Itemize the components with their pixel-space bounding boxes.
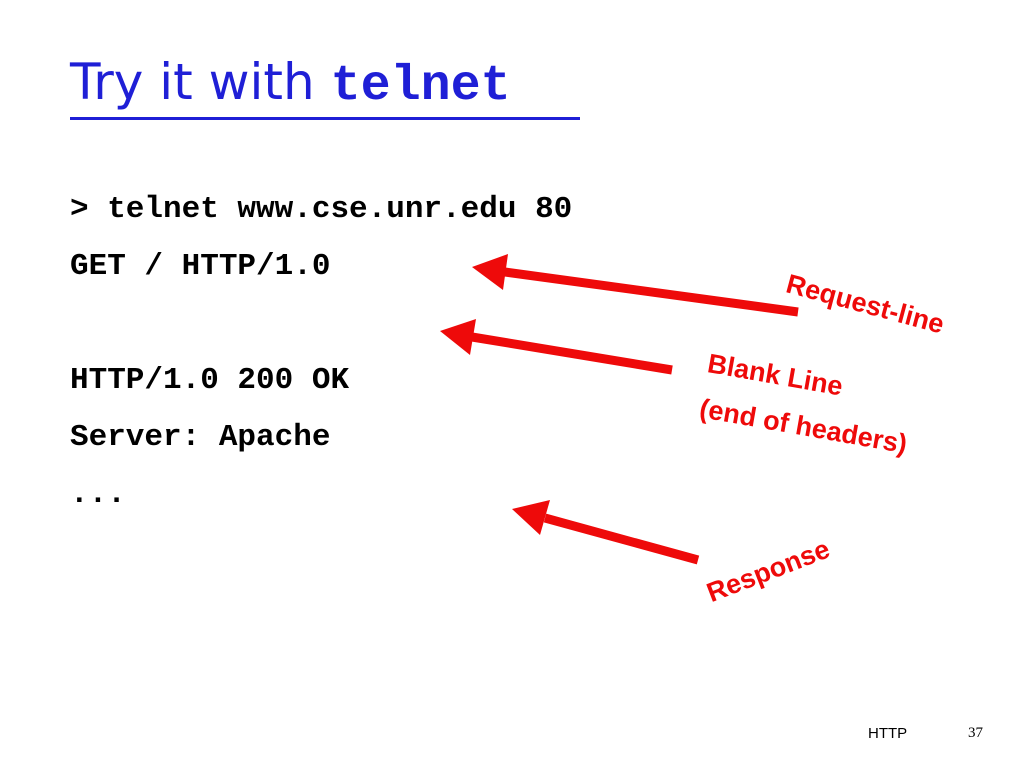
request-line-arrow-shaft bbox=[504, 267, 799, 317]
slide-title: Try it with telnet bbox=[70, 52, 511, 117]
response-arrow-head bbox=[512, 500, 550, 535]
code-line-server-header: Server: Apache bbox=[70, 420, 331, 455]
footer-label: HTTP bbox=[868, 725, 908, 742]
request-line-arrow-head bbox=[472, 254, 508, 290]
code-line-get-request: GET / HTTP/1.0 bbox=[70, 249, 331, 284]
title-text: Try it with bbox=[70, 53, 331, 111]
title-code-text: telnet bbox=[330, 58, 511, 115]
code-line-status: HTTP/1.0 200 OK bbox=[70, 363, 350, 398]
code-line-telnet-command: > telnet www.cse.unr.edu 80 bbox=[70, 192, 573, 227]
code-line-ellipsis: ... bbox=[70, 477, 126, 512]
page-number: 37 bbox=[968, 725, 983, 741]
blank-line-arrow-shaft bbox=[471, 332, 673, 375]
response-arrow-shaft bbox=[543, 513, 700, 565]
title-underline bbox=[70, 117, 580, 120]
blank-line-arrow-head bbox=[440, 319, 476, 355]
